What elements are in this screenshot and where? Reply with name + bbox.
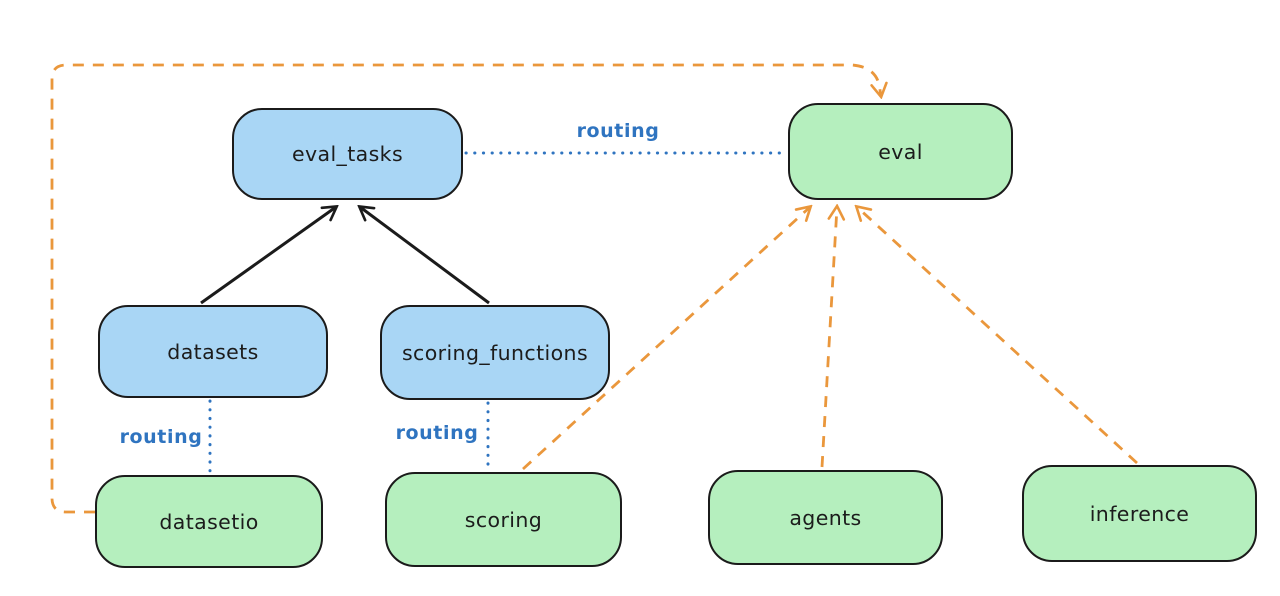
datasets-to-eval-tasks-edge xyxy=(200,207,336,305)
edge-label-routing-eval-tasks-eval: routing xyxy=(576,120,660,142)
edge-label-routing-datasets-datasetio: routing xyxy=(119,426,203,448)
node-label-scoring-functions: scoring_functions xyxy=(401,340,589,365)
inference-to-eval-edge xyxy=(857,207,1138,465)
node-label-agents: agents xyxy=(789,505,862,530)
scoring-to-eval-edge xyxy=(522,207,810,471)
node-label-eval-tasks: eval_tasks xyxy=(291,142,404,166)
edge-label-routing-scoring-functions-scoring: routing xyxy=(395,422,479,444)
agents-to-eval-edge xyxy=(820,207,837,468)
node-eval-tasks: eval_tasks xyxy=(232,108,463,200)
node-datasetio: datasetio xyxy=(95,475,323,568)
node-label-datasetio: datasetio xyxy=(159,509,259,534)
node-datasets: datasets xyxy=(98,305,328,398)
node-eval: eval xyxy=(788,103,1013,200)
node-agents: agents xyxy=(708,470,943,565)
datasetio-to-eval-loop-edge xyxy=(50,63,881,514)
node-inference: inference xyxy=(1022,465,1257,562)
node-scoring-functions: scoring_functions xyxy=(380,305,610,400)
node-label-datasets: datasets xyxy=(167,339,259,364)
node-label-eval: eval xyxy=(878,139,923,164)
node-scoring: scoring xyxy=(385,472,622,567)
node-label-inference: inference xyxy=(1089,501,1190,526)
scoring-functions-to-eval-tasks-edge xyxy=(360,207,490,305)
node-label-scoring: scoring xyxy=(464,507,543,532)
